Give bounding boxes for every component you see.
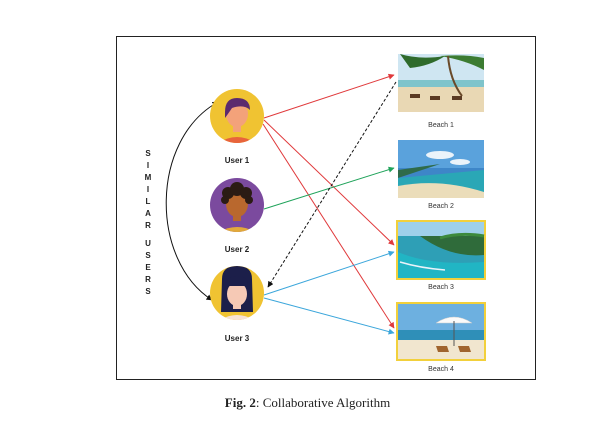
similar-users-label: S I M I L A R U S E R S xyxy=(145,149,152,296)
beach3-label: Beach 3 xyxy=(428,284,454,291)
similar-letter: A xyxy=(145,209,151,218)
user2-label: User 2 xyxy=(225,245,250,254)
beach3-highlight-border xyxy=(396,220,486,280)
beach4-image xyxy=(398,304,484,359)
similarity-arc xyxy=(165,101,219,301)
similar-letter: I xyxy=(147,185,149,194)
edge-user1-beach3 xyxy=(263,119,395,246)
caption-prefix: Fig. 2 xyxy=(224,395,256,410)
beach4-label: Beach 4 xyxy=(428,366,454,373)
edge-user1-beach1 xyxy=(263,73,395,119)
edge-user3-beach4 xyxy=(263,297,395,335)
user2-avatar xyxy=(210,178,264,232)
users-letter: E xyxy=(145,263,151,272)
users-letter: R xyxy=(145,275,151,284)
similar-letter: S xyxy=(145,149,151,158)
similar-letter: M xyxy=(145,173,152,182)
beach3-image xyxy=(398,222,485,278)
beach2-label: Beach 2 xyxy=(428,203,454,210)
users-letter: S xyxy=(145,287,151,296)
beach4-highlight-border xyxy=(396,302,486,361)
similar-letter: L xyxy=(146,197,151,206)
figure-frame xyxy=(116,36,536,380)
users-letter: S xyxy=(145,251,151,260)
user1-label: User 1 xyxy=(225,156,250,165)
caption-text: : Collaborative Algorithm xyxy=(255,395,391,410)
figure-caption: Fig. 2: Collaborative Algorithm xyxy=(0,395,615,411)
similar-letter: R xyxy=(145,221,151,230)
beach1-image xyxy=(398,54,484,112)
similar-letter: I xyxy=(147,161,149,170)
user3-label: User 3 xyxy=(225,334,250,343)
beach2-image xyxy=(398,140,484,198)
edges xyxy=(262,73,397,335)
edge-user1-beach4 xyxy=(262,123,395,329)
user3-avatar xyxy=(210,266,264,320)
beach1-label: Beach 1 xyxy=(428,122,454,129)
recommendation-edge-beach1-user3 xyxy=(267,81,397,288)
users-letter: U xyxy=(145,239,151,248)
edge-user3-beach3 xyxy=(263,250,395,296)
user1-avatar xyxy=(210,89,264,143)
